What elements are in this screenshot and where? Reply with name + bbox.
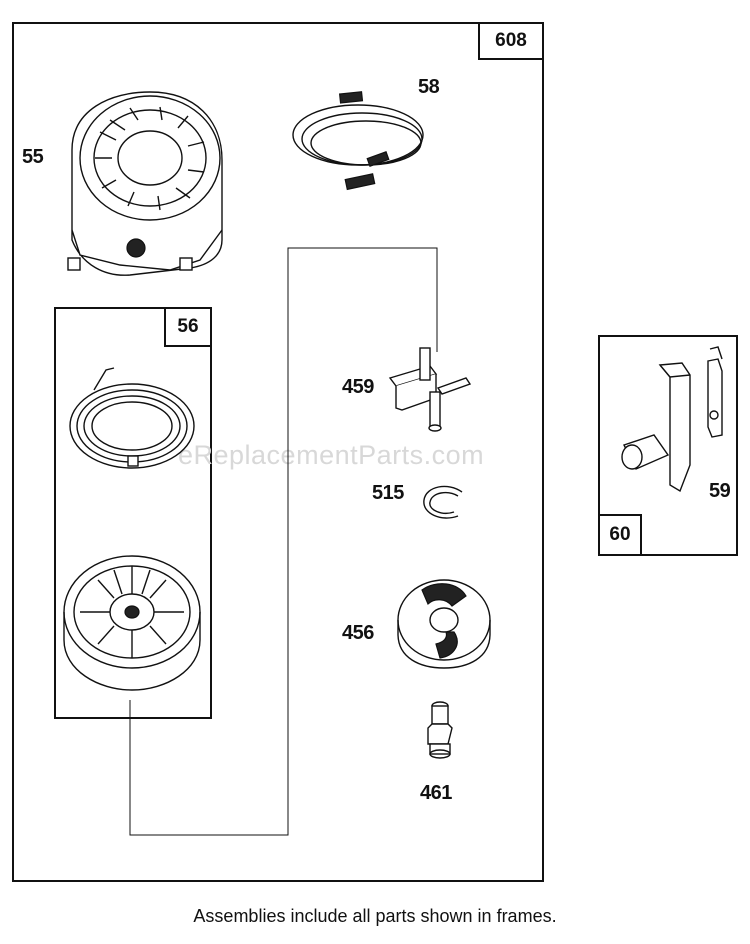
watermark: eReplacementParts.com [178,440,485,470]
rope-handle-drawing [621,346,723,493]
assembly-frame-608 [12,22,544,882]
assembly-frame-56 [54,307,212,719]
part-label-459: 459 [342,376,374,398]
frame-tag-60: 60 [598,514,642,556]
recoil-spring-drawing [69,367,195,469]
frame-tag-56: 56 [164,307,212,347]
pawl-drawing [388,347,472,432]
blower-housing-drawing [67,91,223,276]
part-label-461: 461 [420,782,452,804]
frame-tag-608: 608 [478,22,544,60]
part-label-515: 515 [372,482,404,504]
part-label-59: 59 [709,480,731,502]
part-label-58: 58 [418,76,440,98]
assembly-frame-60 [598,335,738,556]
starter-pulley-drawing [63,555,201,691]
part-label-456: 456 [342,622,374,644]
retainer-ring-drawing [423,485,463,519]
screw-drawing [427,701,453,759]
caption: Assemblies include all parts shown in fr… [193,906,557,926]
ratchet-drawing [397,579,491,669]
starter-rope-drawing [292,91,424,191]
part-label-55: 55 [22,146,44,168]
